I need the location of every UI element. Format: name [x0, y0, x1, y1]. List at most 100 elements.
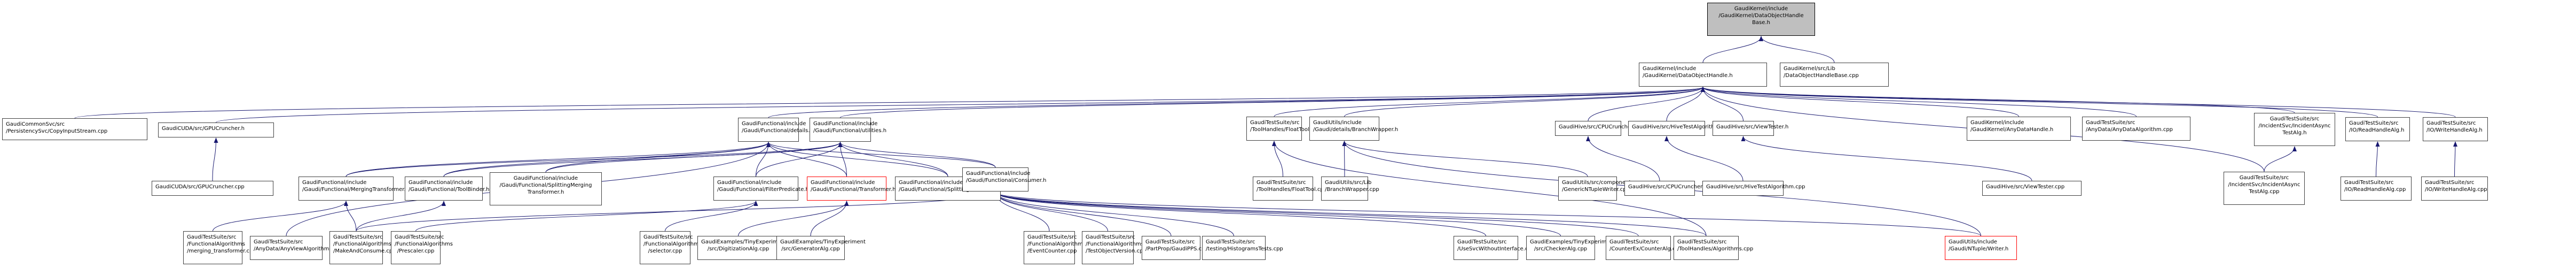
graph-node-doh[interactable]: GaudiKernel/include /GaudiKernel/DataObj… [1639, 63, 1767, 87]
graph-node-usesvc[interactable]: GaudiTestSuite/src /UseSvcWithoutInterfa… [1454, 236, 1535, 260]
graph-node-hivetest-h[interactable]: GaudiHive/src/HiveTestAlgorithm.h [1628, 121, 1725, 136]
edge-anydatahandle-to-doh [1701, 87, 2019, 117]
edge-incident_cpp-to-incident_h [2264, 146, 2297, 172]
graph-node-cpu-cpp[interactable]: GaudiHive/src/CPUCruncher.cpp [1624, 181, 1714, 196]
edge-splitmerge-to-utilities [545, 142, 843, 173]
edge-copyinput-to-doh [74, 87, 1705, 119]
edge-consumer-to-details [766, 142, 996, 168]
edge-doh-to-root [1702, 36, 1763, 63]
graph-node-gpu-h[interactable]: GaudiCUDA/src/GPUCruncher.h [158, 122, 274, 137]
graph-node-writehandle-cpp[interactable]: GaudiTestSuite/src /IO/WriteHandleAlg.cp… [2421, 177, 2488, 201]
graph-node-incident-cpp[interactable]: GaudiTestSuite/src /IncidentSvc/Incident… [2224, 172, 2305, 205]
graph-node-selector[interactable]: GaudiTestSuite/src /FunctionalAlgorithms… [640, 231, 702, 264]
edge-gpu_h-to-doh [216, 87, 1705, 123]
edge-viewtester_cpp-to-viewtester_h [1741, 136, 2032, 181]
graph-node-viewtester-h[interactable]: GaudiHive/src/ViewTester.h [1713, 121, 1788, 136]
graph-node-consumer[interactable]: GaudiFunctional/include /Gaudi/Functiona… [962, 167, 1046, 192]
edge-cpu_cpp-to-cpu_h [1586, 136, 1660, 181]
graph-node-gaudipps[interactable]: GaudiTestSuite/src /PartProp/GaudiPPS.cp… [1142, 236, 1208, 260]
edge-floattool_cpp-to-floattool_h [1272, 141, 1283, 177]
graph-node-copyinput[interactable]: GaudiCommonSvc/src /PersistencySvc/CopyI… [2, 118, 147, 140]
edge-merging_cpp-to-merging [213, 201, 348, 232]
graph-node-writehandle-h[interactable]: GaudiTestSuite/src /IO/WriteHandleAlg.h [2423, 117, 2488, 141]
graph-node-anyview[interactable]: GaudiTestSuite/src /AnyData/AnyViewAlgor… [250, 236, 341, 260]
edge-merging-to-details [345, 142, 771, 177]
edge-histtests-to-consumer [993, 192, 1234, 236]
edge-readhandle_cpp-to-readhandle_h [2375, 141, 2380, 177]
graph-node-toolbinder[interactable]: GaudiFunctional/include /Gaudi/Functiona… [405, 177, 490, 201]
graph-node-prescaler[interactable]: GaudiTestSuite/src /FunctionalAlgorithms… [391, 231, 453, 264]
edge-dohb_cpp-to-root [1759, 36, 1835, 63]
edge-branchwrap_h-to-doh [1344, 87, 1705, 117]
edge-makeconsume-to-merging [344, 201, 357, 232]
graph-node-hivetest-cpp[interactable]: GaudiHive/src/HiveTestAlgorithm.cpp [1702, 181, 1805, 196]
graph-node-digitization[interactable]: GaudiExamples/TinyExperiment /src/Digiti… [697, 236, 787, 260]
edge-gaudipps-to-consumer [993, 192, 1172, 236]
edge-cpu_h-to-doh [1588, 87, 1705, 121]
edge-utilities-to-doh [840, 87, 1705, 118]
edge-readhandle_h-to-doh [1701, 87, 2378, 118]
edge-checker-to-consumer [993, 192, 1561, 236]
graph-node-filterpred[interactable]: GaudiFunctional/include /Gaudi/Functiona… [713, 177, 809, 201]
edge-writehandle_cpp-to-writehandle_h [2453, 141, 2457, 177]
graph-node-branchwrap-h[interactable]: GaudiUtils/include /Gaudi/details/Branch… [1309, 117, 1398, 141]
edge-prescaler-to-filterpred [415, 201, 758, 232]
edge-merging-to-utilities [345, 142, 843, 177]
graph-node-merging-cpp[interactable]: GaudiTestSuite/src /FunctionalAlgorithms… [183, 231, 256, 264]
graph-node-readhandle-cpp[interactable]: GaudiTestSuite/src /IO/ReadHandleAlg.cpp [2341, 177, 2412, 201]
graph-node-gpu-cpp[interactable]: GaudiCUDA/src/GPUCruncher.cpp [152, 181, 273, 196]
graph-node-counteralg[interactable]: GaudiTestSuite/src /CounterEx/CounterAlg… [1606, 236, 1682, 260]
edge-consumer-to-utilities [838, 142, 996, 168]
edge-ntuplewriter-to-consumer [993, 192, 1981, 236]
graph-node-anydataalg[interactable]: GaudiTestSuite/src /AnyData/AnyDataAlgor… [2082, 117, 2190, 141]
graph-node-generator[interactable]: GaudiExamples/TinyExperiment /src/Genera… [776, 236, 866, 260]
graph-node-genntuple[interactable]: GaudiUtils/src/component /GenericNTupleW… [1558, 177, 1631, 201]
edge-transformer-to-utilities [838, 142, 847, 177]
edge-toolalgs-to-floattool_h [1272, 141, 1707, 236]
edge-filterpred-to-utilities [756, 142, 843, 177]
edge-toolbinder-to-utilities [443, 142, 843, 177]
graph-node-readhandle-h[interactable]: GaudiTestSuite/src /IO/ReadHandleAlg.h [2345, 117, 2410, 141]
graph-node-histtests[interactable]: GaudiTestSuite/src /testing/HistogramsTe… [1202, 236, 1283, 260]
graph-node-splitmerge[interactable]: GaudiFunctional/include /Gaudi/Functiona… [490, 172, 602, 205]
edge-anydataalg-to-doh [1701, 87, 2137, 117]
graph-node-utilities[interactable]: GaudiFunctional/include /Gaudi/Functiona… [810, 118, 886, 142]
edge-splitting-to-utilities [838, 142, 948, 177]
graph-node-makeconsume[interactable]: GaudiTestSuite/src /FunctionalAlgorithms… [329, 231, 396, 264]
edge-usesvc-to-consumer [993, 192, 1486, 236]
graph-node-floattool-cpp[interactable]: GaudiTestSuite/src /ToolHandles/FloatToo… [1253, 177, 1327, 201]
graph-node-transformer[interactable]: GaudiFunctional/include /Gaudi/Functiona… [807, 177, 896, 201]
edge-generator-to-transformer [810, 201, 849, 236]
graph-node-anydatahandle[interactable]: GaudiKernel/include /GaudiKernel/AnyData… [1967, 117, 2071, 141]
edge-toolalgs-to-consumer [993, 192, 1707, 236]
edge-splitting-to-details [766, 142, 948, 177]
edge-hivetest_cpp-to-hivetest_h [1664, 136, 1743, 181]
graph-node-checker[interactable]: GaudiExamples/TinyExperiment /src/Checke… [1526, 236, 1615, 260]
edge-splitmerge-to-details [545, 142, 771, 173]
edge-toolbinder-to-details [443, 142, 771, 177]
edge-genntuple-to-branchwrap_h [1342, 141, 1588, 177]
graph-node-root: GaudiKernel/include /GaudiKernel/DataObj… [1707, 3, 1815, 36]
graph-node-toolalgs[interactable]: GaudiTestSuite/src /ToolHandles/Algorith… [1674, 236, 1753, 260]
graph-node-cpu-h[interactable]: GaudiHive/src/CPUCruncher.h [1555, 121, 1638, 136]
edge-floattool_h-to-doh [1274, 87, 1705, 117]
edge-incident_h-to-doh [1701, 87, 2295, 113]
graph-node-viewtester-cpp[interactable]: GaudiHive/src/ViewTester.cpp [1982, 181, 2082, 196]
edge-transformer-to-details [766, 142, 847, 177]
graph-node-dohb-cpp[interactable]: GaudiKernel/src/Lib /DataObjectHandleBas… [1780, 63, 1889, 87]
graph-node-merging[interactable]: GaudiFunctional/include /Gaudi/Functiona… [299, 177, 409, 201]
graph-node-branchwrap-cpp[interactable]: GaudiUtils/src/Lib /BranchWrapper.cpp [1321, 177, 1379, 201]
graph-node-ntuplewriter[interactable]: GaudiUtils/include /Gaudi/NTuple/Writer.… [1945, 236, 2017, 260]
graph-node-incident-h[interactable]: GaudiTestSuite/src /IncidentSvc/Incident… [2254, 113, 2335, 146]
graph-node-eventcounter[interactable]: GaudiTestSuite/src /FunctionalAlgorithms… [1024, 231, 1086, 264]
edge-digitization-to-transformer [738, 201, 849, 236]
edge-gpu_cpp-to-gpu_h [212, 137, 218, 181]
edge-writehandle_h-to-doh [1701, 87, 2456, 118]
graph-node-testobjver[interactable]: GaudiTestSuite/src /FunctionalAlgorithms… [1082, 231, 1146, 264]
graph-node-details[interactable]: GaudiFunctional/include /Gaudi/Functiona… [738, 118, 813, 142]
edge-counteralg-to-consumer [993, 192, 1639, 236]
edge-makeconsume-to-toolbinder [356, 201, 446, 232]
graph-node-floattool-h[interactable]: GaudiTestSuite/src /ToolHandles/FloatToo… [1246, 117, 1314, 141]
